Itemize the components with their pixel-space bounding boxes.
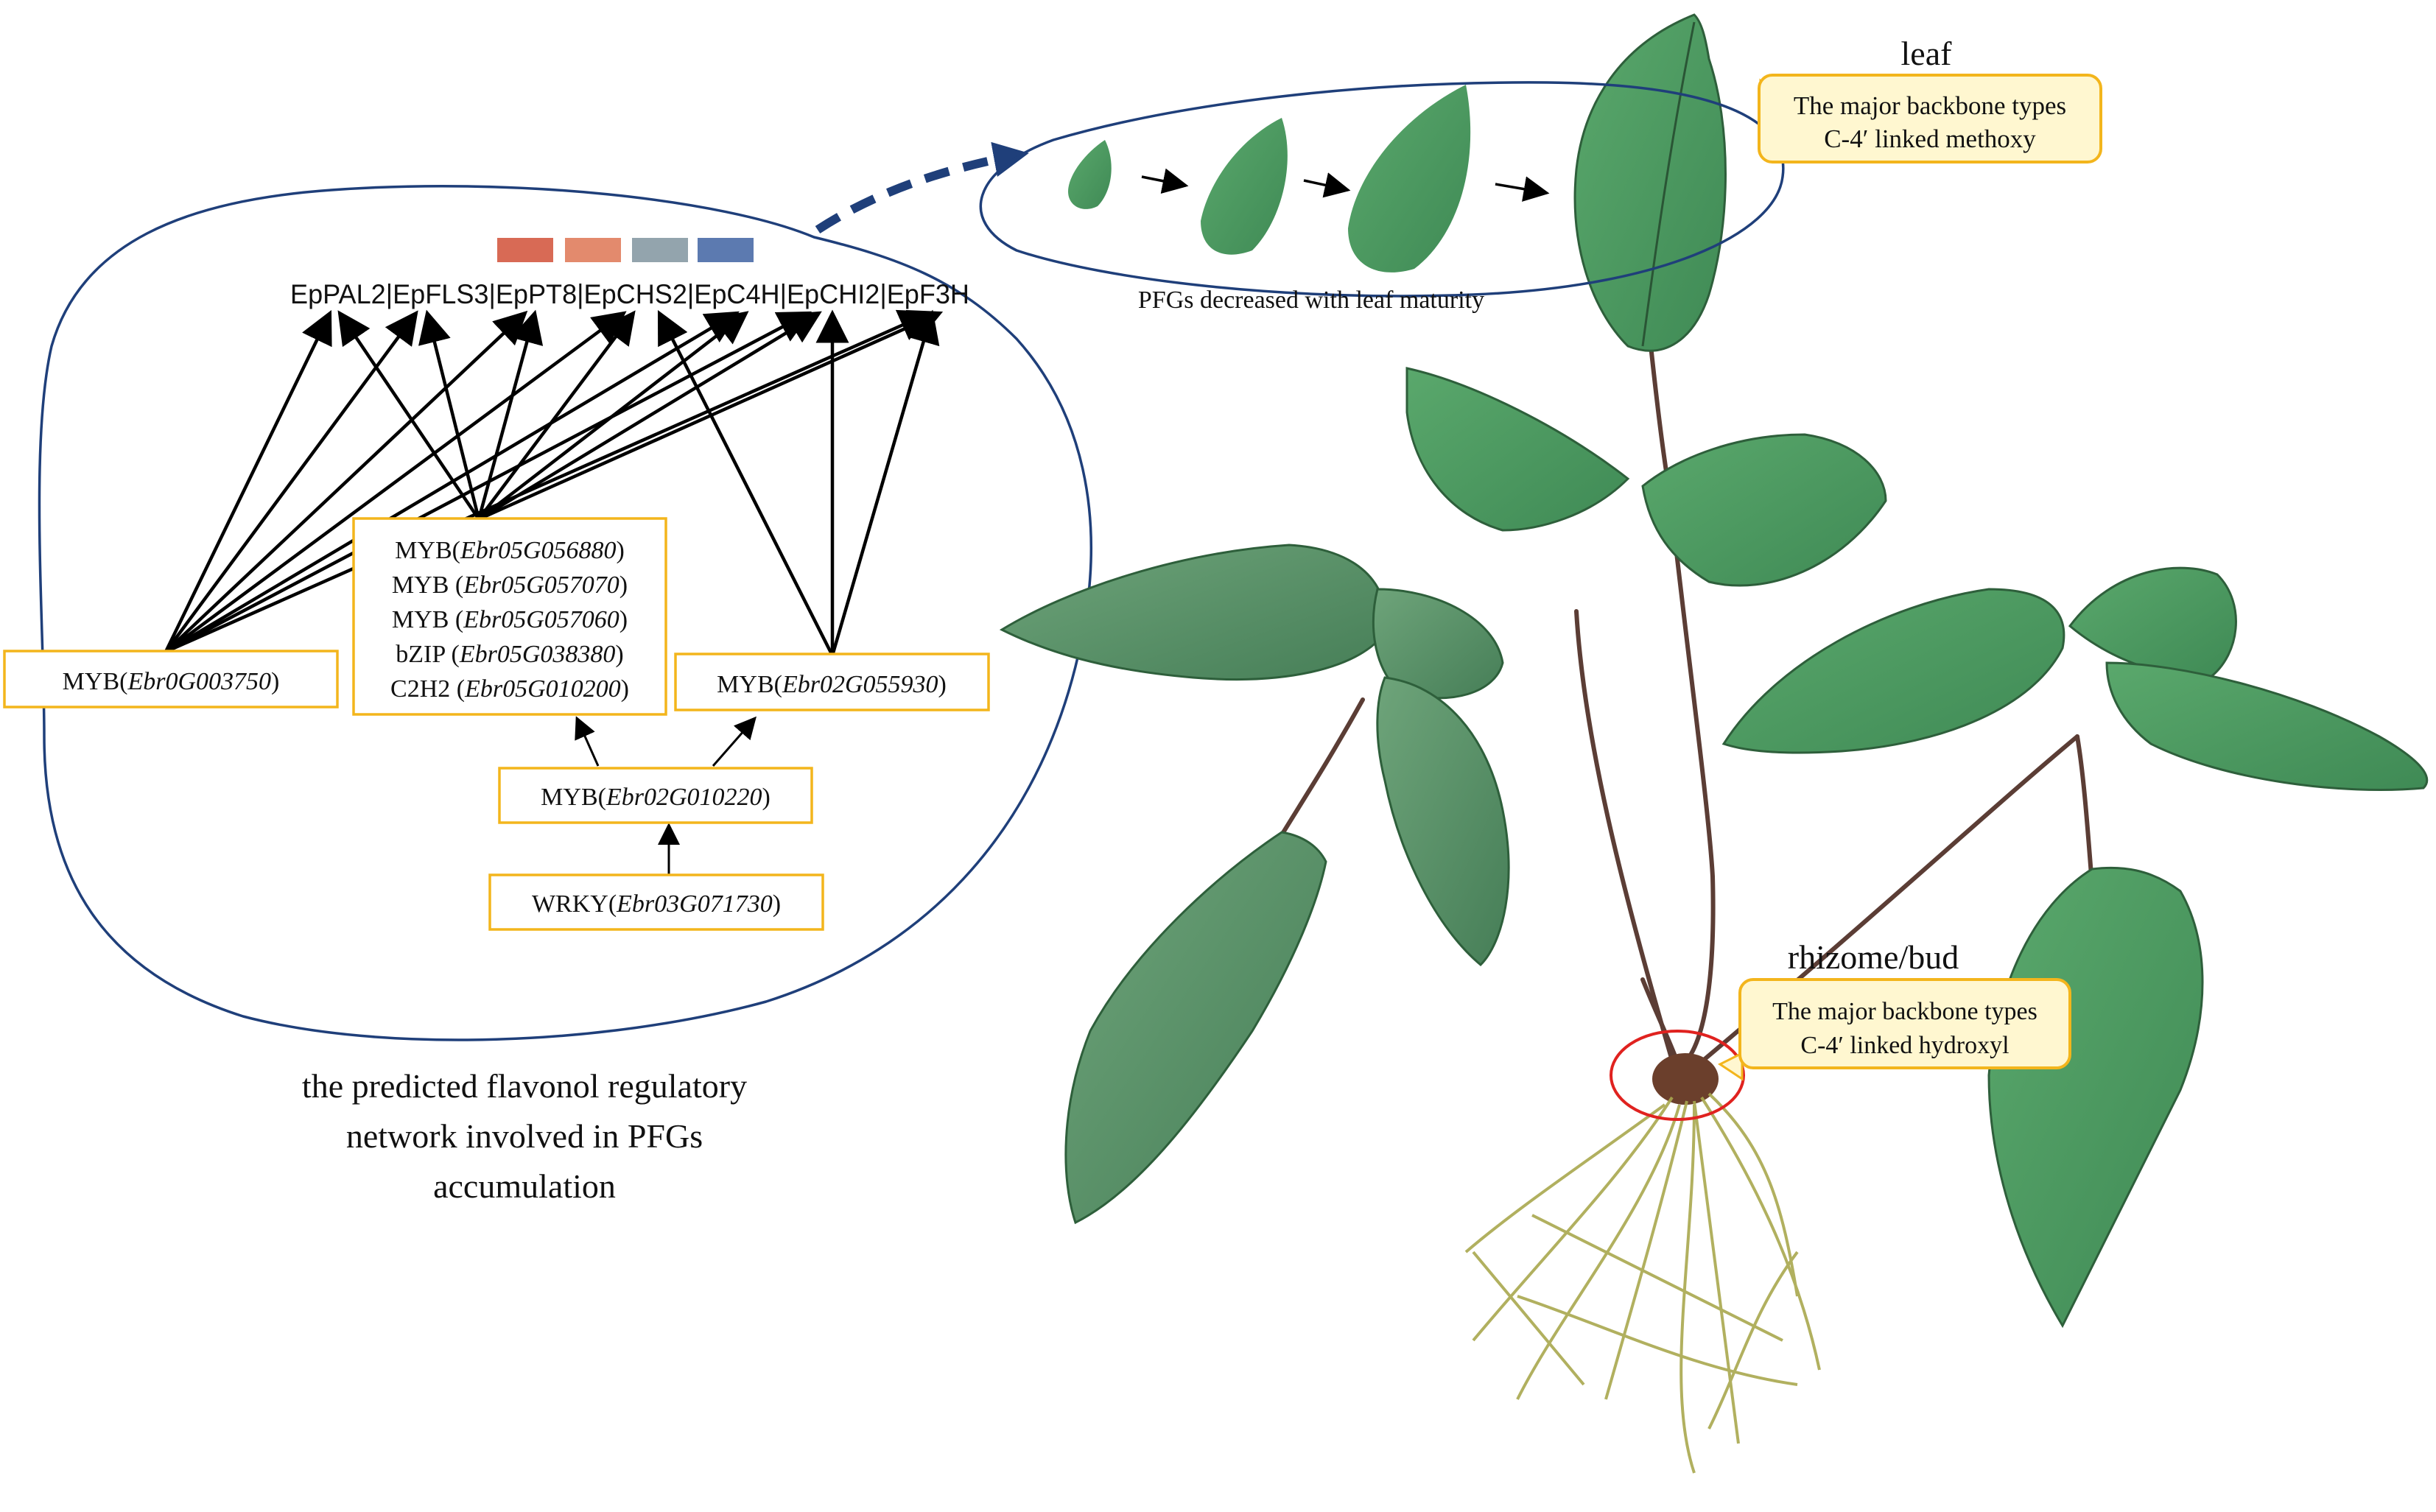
regulator-label: MYB(Ebr0G003750): [63, 668, 280, 695]
arrow: [164, 309, 332, 653]
regulator-box: [674, 653, 990, 711]
callout-box: [1758, 74, 2102, 163]
regulation-arrows: [164, 309, 944, 875]
arrow: [164, 311, 627, 653]
regulator-label: MYB (Ebr05G057070): [392, 572, 628, 599]
gene-label: EpCHI2: [787, 279, 880, 309]
regulatory-network-panel: EpPAL2|EpFLS3|EpPT8|EpCHS2|EpC4H|EpCHI2|…: [3, 185, 1092, 1205]
gene-separator: |: [488, 279, 495, 309]
maturity-arrow: [1141, 168, 1189, 194]
regulator-label: WRKY(Ebr03G071730): [532, 890, 781, 918]
leaf: [1641, 433, 1887, 587]
regulator-label: MYB(Ebr02G055930): [717, 671, 947, 698]
heat-cell-4: [698, 238, 754, 262]
plant-illustration: [999, 13, 2429, 1474]
heat-cell-2: [565, 238, 621, 262]
leaf: [1987, 866, 2204, 1329]
gene-label: EpPAL2: [290, 279, 386, 309]
leaf-series-outline: [979, 81, 1785, 298]
leaf: [999, 544, 1387, 681]
arrow: [418, 309, 481, 520]
arrow: [575, 716, 600, 767]
network-caption: the predicted flavonol regulatory networ…: [302, 1067, 747, 1205]
arrow: [477, 309, 544, 520]
rhizome: [1652, 1053, 1719, 1105]
regulator-label: MYB (Ebr05G057060): [392, 606, 628, 633]
gene-label: EpC4H: [694, 279, 779, 309]
gene-label: EpCHS2: [584, 279, 687, 309]
leaf-vein: [1641, 21, 1696, 347]
heat-cell-1: [497, 238, 553, 262]
heat-cell-3: [632, 238, 688, 262]
arrow: [164, 310, 418, 653]
leaf: [1721, 588, 2065, 754]
leaf: [1372, 588, 1504, 700]
leaf: [1573, 13, 1727, 352]
gene-row: EpPAL2|EpFLS3|EpPT8|EpCHS2|EpC4H|EpCHI2|…: [290, 279, 969, 309]
leaf-maturity-series: PFGs decreased with leaf maturity: [979, 81, 1785, 314]
leaf: [2105, 661, 2429, 791]
leaf: [1376, 676, 1510, 967]
regulator-box: [488, 873, 824, 931]
leaf-callout: The major backbone types C-4′ linked met…: [1758, 74, 2102, 163]
leaf-stage-1: [1068, 140, 1112, 209]
gene-label: EpPT8: [496, 279, 577, 309]
maturity-arrow: [1303, 172, 1351, 198]
gene-separator: |: [386, 279, 393, 309]
callout-line: C-4′ linked methoxy: [1824, 124, 2036, 153]
regulator-label: MYB(Ebr02G010220): [541, 784, 771, 811]
regulator-cluster: MYB(Ebr05G056880) MYB (Ebr05G057070) MYB…: [352, 517, 667, 716]
caption-line: accumulation: [433, 1167, 616, 1205]
gene-separator: |: [577, 279, 583, 309]
arrow: [477, 311, 822, 521]
leaf-stage-2: [1201, 118, 1288, 255]
gene-separator: |: [880, 279, 886, 309]
regulator-box: [352, 517, 667, 716]
rhizome-marker-circle: [1610, 1030, 1745, 1121]
regulator-myb-right: MYB(Ebr02G055930): [674, 653, 990, 711]
regulator-wrky: WRKY(Ebr03G071730): [488, 873, 824, 931]
caption-line: network involved in PFGs: [346, 1117, 703, 1155]
arrow: [164, 310, 528, 653]
arrow: [477, 311, 749, 521]
leaf-label: leaf: [1901, 35, 1953, 72]
arrow: [712, 716, 757, 767]
dashed-connector-arrow: [815, 141, 1029, 234]
expression-heatmap: [497, 238, 754, 262]
regulator-label: MYB(Ebr05G056880): [395, 537, 625, 564]
callout-line: The major backbone types: [1772, 998, 2037, 1025]
maturity-arrow: [1495, 176, 1550, 202]
arrow: [478, 309, 944, 521]
leaf: [2068, 566, 2237, 679]
network-outline: [38, 185, 1092, 1041]
callout-box: [1738, 978, 2071, 1069]
regulator-box: [498, 767, 813, 824]
leaf: [1064, 831, 1327, 1225]
callout-line: C-4′ linked hydroxyl: [1800, 1032, 2009, 1059]
rhizome-label: rhizome/bud: [1788, 938, 1959, 976]
leaf-stage-3: [1348, 85, 1471, 272]
gene-separator: |: [687, 279, 694, 309]
arrow: [337, 310, 480, 521]
regulator-label: bZIP (Ebr05G038380): [396, 641, 623, 668]
roots: [1464, 1092, 1821, 1474]
regulator-myb-mid: MYB(Ebr02G010220): [498, 767, 813, 824]
arrow: [830, 309, 940, 656]
arrow: [477, 310, 636, 521]
rhizome-callout: The major backbone types C-4′ linked hyd…: [1718, 978, 2071, 1081]
arrow: [164, 311, 740, 653]
gene-label: EpF3H: [887, 279, 969, 309]
leaf-series-caption: PFGs decreased with leaf maturity: [1138, 286, 1484, 314]
leaf: [1405, 367, 1630, 532]
caption-line: the predicted flavonol regulatory: [302, 1067, 747, 1105]
regulator-myb-left: MYB(Ebr0G003750): [3, 650, 339, 708]
gene-label: EpFLS3: [393, 279, 488, 309]
gene-separator: |: [780, 279, 787, 309]
arrow: [165, 309, 933, 654]
arrow: [657, 309, 835, 657]
callout-line: The major backbone types: [1794, 91, 2066, 120]
regulator-label: C2H2 (Ebr05G010200): [390, 675, 629, 703]
regulator-box: [3, 650, 339, 708]
